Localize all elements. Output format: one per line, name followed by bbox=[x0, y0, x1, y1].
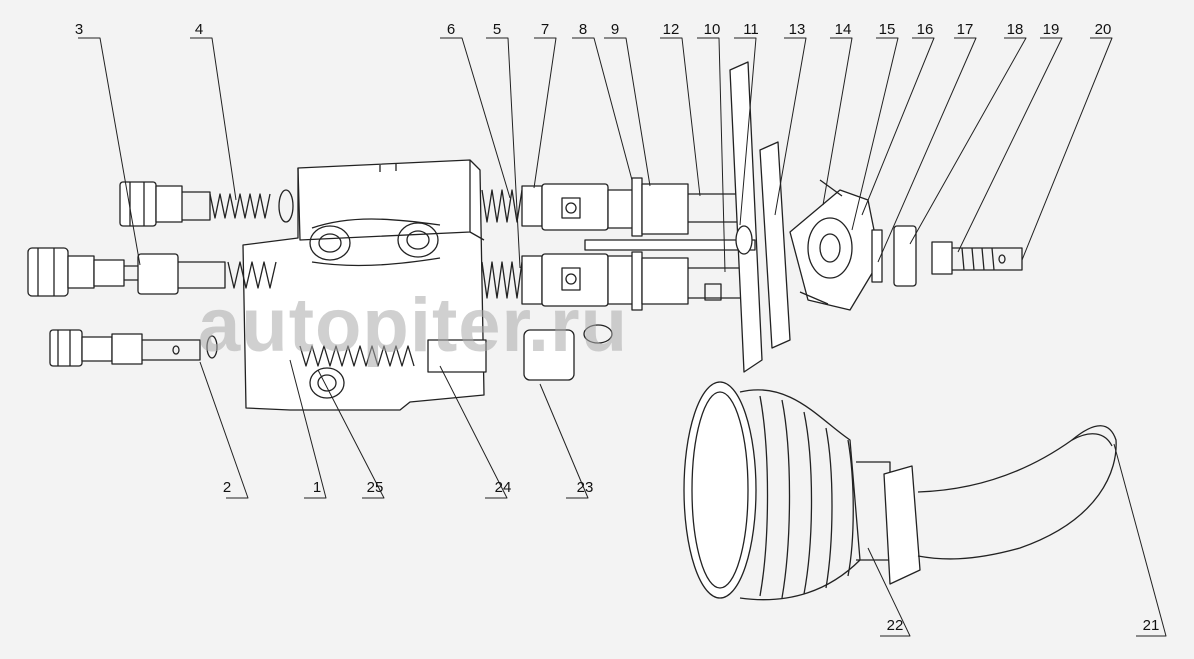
upper-cartridge bbox=[481, 177, 745, 237]
washer bbox=[871, 229, 883, 283]
label-20: 20 bbox=[1094, 21, 1112, 38]
label-10: 10 bbox=[703, 21, 721, 38]
label-14: 14 bbox=[834, 21, 852, 38]
watermark: autopiter.ru bbox=[198, 283, 629, 368]
label-11: 11 bbox=[743, 21, 759, 38]
rubber-boot bbox=[683, 381, 921, 601]
label-2: 2 bbox=[222, 479, 232, 496]
plates bbox=[584, 61, 791, 373]
label-24: 24 bbox=[494, 479, 512, 496]
label-16: 16 bbox=[916, 21, 934, 38]
plug-23 bbox=[523, 324, 613, 381]
label-5: 5 bbox=[492, 21, 502, 38]
bolt bbox=[931, 241, 1023, 275]
label-6: 6 bbox=[446, 21, 456, 38]
fitting-4 bbox=[119, 181, 294, 227]
label-25: 25 bbox=[366, 479, 384, 496]
label-19: 19 bbox=[1042, 21, 1060, 38]
label-21: 21 bbox=[1142, 617, 1160, 634]
nut bbox=[893, 225, 917, 287]
valve-body bbox=[242, 159, 485, 411]
label-4: 4 bbox=[194, 21, 204, 38]
label-7: 7 bbox=[540, 21, 550, 38]
label-15: 15 bbox=[878, 21, 896, 38]
label-9: 9 bbox=[610, 21, 620, 38]
fitting-2 bbox=[49, 329, 218, 367]
fitting-3 bbox=[27, 247, 277, 297]
star-lever bbox=[789, 179, 881, 311]
label-8: 8 bbox=[578, 21, 588, 38]
handle bbox=[917, 425, 1117, 560]
label-23: 23 bbox=[576, 479, 594, 496]
label-22: 22 bbox=[886, 617, 904, 634]
label-17: 17 bbox=[956, 21, 974, 38]
leader-lines bbox=[78, 37, 1167, 637]
label-18: 18 bbox=[1006, 21, 1024, 38]
label-13: 13 bbox=[788, 21, 806, 38]
spring-24 bbox=[299, 339, 487, 373]
label-1: 1 bbox=[312, 479, 322, 496]
lower-cartridge bbox=[481, 251, 745, 311]
label-3: 3 bbox=[74, 21, 84, 38]
label-12: 12 bbox=[662, 21, 680, 38]
